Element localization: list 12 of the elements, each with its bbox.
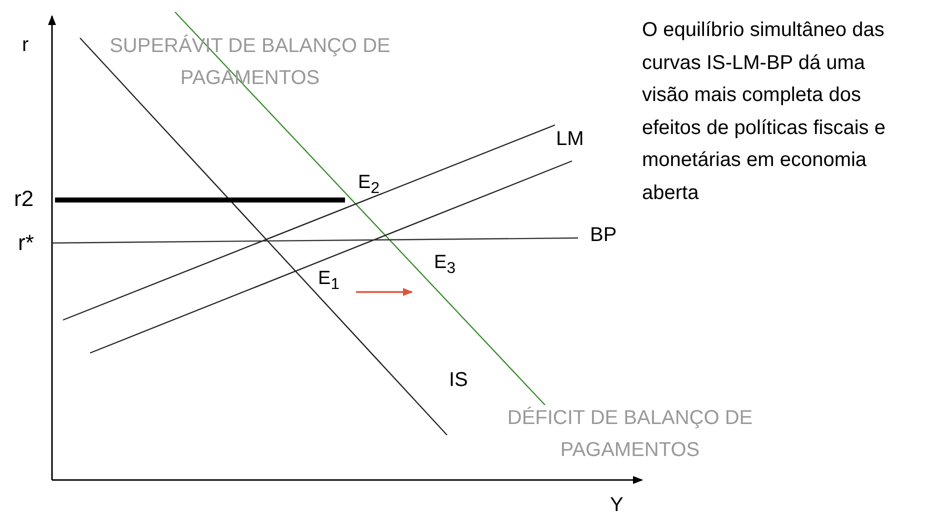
curve-label: LM	[556, 128, 584, 151]
axis-tick-label: r*	[18, 230, 34, 256]
note-text: O equilíbrio simultâneo das curvas IS-LM-BP dá uma visão mais completa dos efeitos de políticas fiscais e monetárias em economia aberta	[642, 18, 886, 206]
axis-tick-label: r2	[14, 186, 34, 212]
region-label: DÉFICIT DE BALANÇO DE PAGAMENTOS	[506, 406, 754, 463]
axis-label: r	[22, 34, 29, 57]
curve-label: IS	[449, 369, 468, 392]
axis-label: Y	[610, 494, 624, 517]
point-label: E$_{3}$	[434, 252, 456, 278]
point-label: E$_{1}$	[318, 268, 340, 294]
curve-label: BP	[590, 224, 617, 247]
point-label: E$_{2}$	[358, 172, 380, 198]
